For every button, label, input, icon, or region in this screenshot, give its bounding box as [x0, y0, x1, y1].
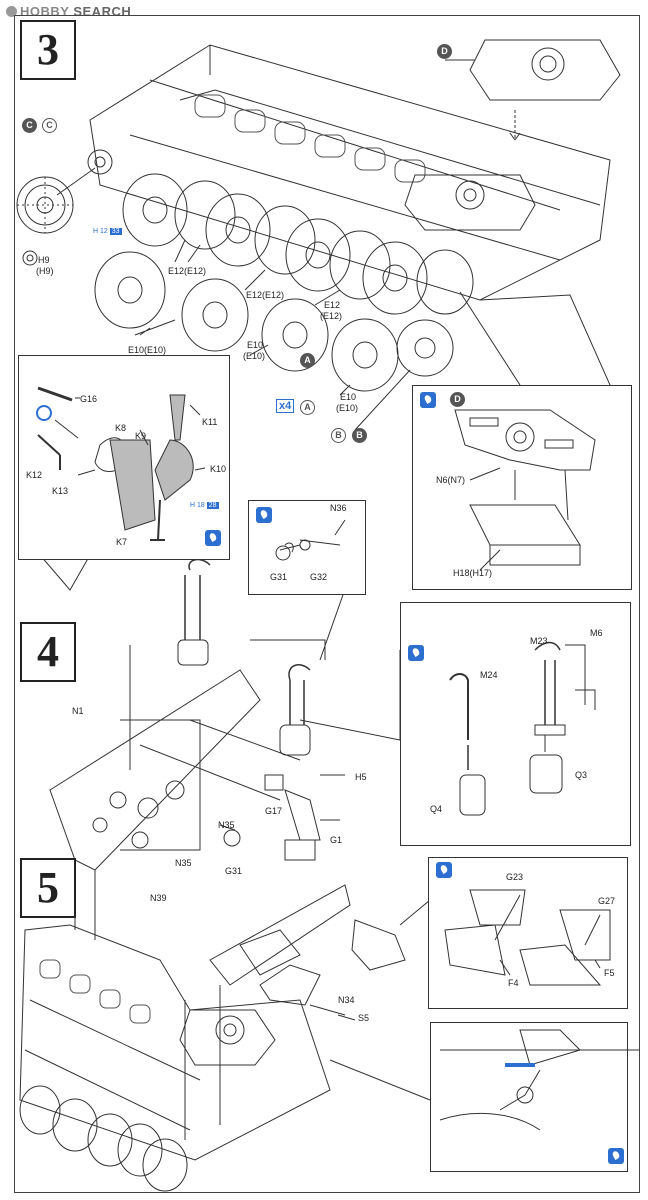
marker-b: B — [352, 428, 367, 443]
label-k12: K12 — [26, 470, 43, 480]
inset-fenders — [428, 857, 628, 1009]
glue-icon — [256, 507, 272, 523]
label-e10a: E10(E10) — [128, 345, 167, 355]
label-f4: F4 — [508, 978, 519, 988]
glue-icon — [205, 530, 221, 546]
label-e12c-paren: (E12) — [320, 311, 343, 321]
label-n39: N39 — [150, 893, 167, 903]
label-m23: M23 — [530, 636, 548, 646]
label-k9: K9 — [135, 431, 147, 441]
label-e10b-paren: (E10) — [243, 351, 266, 361]
label-k7: K7 — [116, 537, 128, 547]
label-e12c: E12 — [324, 300, 341, 310]
step-number-5: 5 — [20, 858, 76, 918]
label-n6: N6(N7) — [436, 475, 466, 485]
label-f5: F5 — [604, 968, 615, 978]
label-m6: M6 — [590, 628, 603, 638]
label-q3: Q3 — [575, 770, 588, 780]
step-number-3: 3 — [20, 20, 76, 80]
label-n35a: N35 — [218, 820, 235, 830]
inset-exhaust-mufflers — [400, 602, 631, 846]
marker-d-inset: D — [450, 392, 465, 407]
glue-icon — [420, 392, 436, 408]
label-h9-paren: (H9) — [36, 266, 54, 276]
label-e12a: E12(E12) — [168, 266, 207, 276]
label-e12b: E12(E12) — [246, 290, 285, 300]
label-s5: S5 — [358, 1013, 370, 1023]
ref-h12: H 12 33 — [93, 228, 122, 235]
marker-a: A — [300, 353, 315, 368]
label-h18: H18(H17) — [453, 568, 493, 578]
label-g27: G27 — [598, 896, 616, 906]
label-n35b: N35 — [175, 858, 192, 868]
label-g31a: G31 — [270, 572, 288, 582]
marker-a-paren: A — [300, 400, 315, 415]
label-n34: N34 — [338, 995, 355, 1005]
label-q4: Q4 — [430, 804, 443, 814]
label-m24: M24 — [480, 670, 498, 680]
ref-h18: H 18 28 — [190, 502, 219, 509]
glue-icon — [608, 1148, 624, 1164]
marker-c: C — [22, 118, 37, 133]
label-n36: N36 — [330, 503, 347, 513]
label-e10c-paren: (E10) — [336, 403, 359, 413]
inset-engine-deck — [412, 385, 632, 590]
label-k13: K13 — [52, 486, 69, 496]
inset-k-parts — [18, 355, 230, 560]
label-g32: G32 — [310, 572, 328, 582]
label-k8: K8 — [115, 423, 127, 433]
label-g17: G17 — [265, 806, 283, 816]
marker-c-paren: C — [42, 118, 57, 133]
label-g31b: G31 — [225, 866, 243, 876]
quantity-x4: x4 — [276, 399, 295, 413]
instruction-sheet-frame — [14, 15, 640, 1193]
label-g1: G1 — [330, 835, 343, 845]
rotate-icon — [36, 405, 52, 421]
step-number-4: 4 — [20, 622, 76, 682]
inset-detail — [430, 1022, 628, 1172]
hobby-logo-icon — [6, 6, 17, 17]
glue-icon — [436, 862, 452, 878]
marker-d: D — [437, 44, 452, 59]
marker-b-paren: B — [331, 428, 346, 443]
label-e10b: E10 — [247, 340, 264, 350]
label-g16: G16 — [80, 394, 98, 404]
label-n1: N1 — [72, 706, 84, 716]
label-h5: H5 — [355, 772, 367, 782]
label-h9: H9 — [38, 255, 50, 265]
label-e10c: E10 — [340, 392, 357, 402]
label-g23: G23 — [506, 872, 524, 882]
glue-icon — [408, 645, 424, 661]
label-k11: K11 — [202, 417, 218, 427]
label-k10: K10 — [210, 464, 227, 474]
